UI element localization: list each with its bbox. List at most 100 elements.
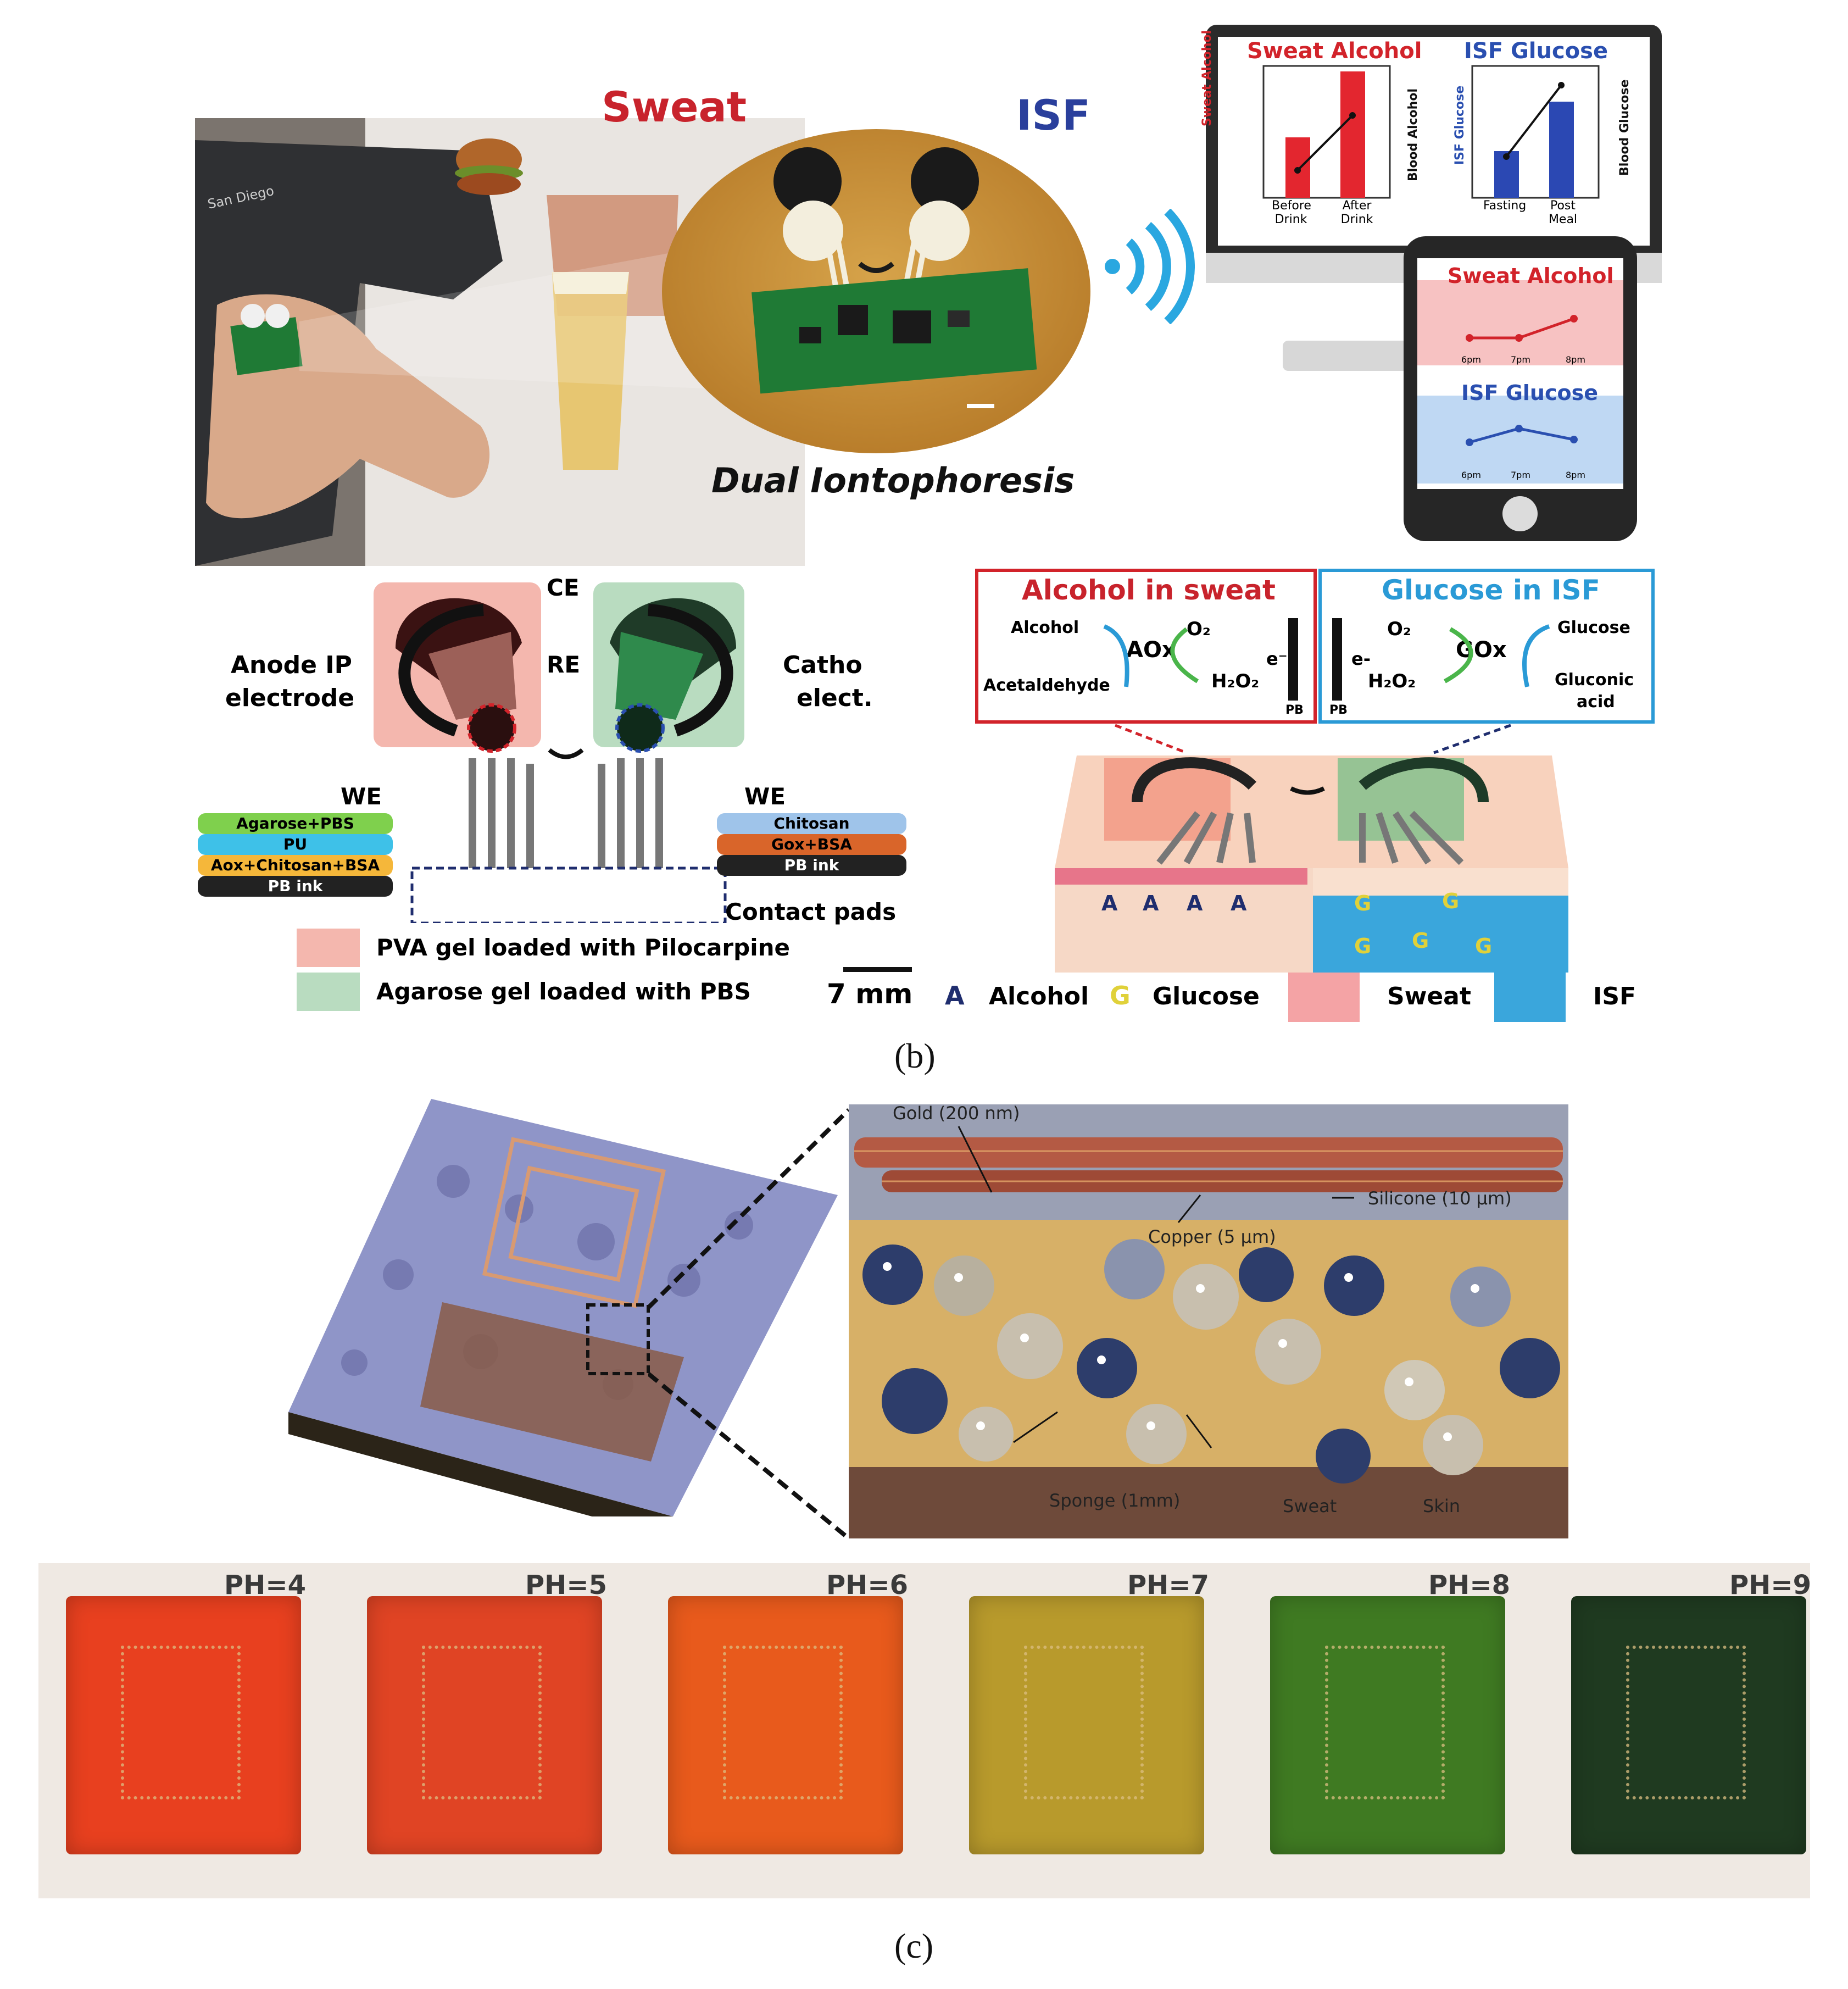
sponge-patch-3d xyxy=(288,1099,838,1516)
label-we-right: WE xyxy=(744,783,786,810)
scale-bar-label: 7 mm xyxy=(827,978,913,1010)
legend-sweat-text: Sweat xyxy=(1387,982,1471,1010)
alcohol-symbol-1: A xyxy=(1101,891,1118,915)
legend-pva-swatch xyxy=(297,929,360,967)
alcohol-electron-label: e⁻ xyxy=(1266,648,1288,669)
panel-label-c: (c) xyxy=(894,1926,934,1965)
legend-alcohol-text: Alcohol xyxy=(989,982,1089,1010)
monitor-chart1-y2label: Blood Alcohol xyxy=(1406,88,1420,181)
legend-glucose-text: Glucose xyxy=(1153,982,1260,1010)
monitor-chart2-cat2: Post Meal xyxy=(1548,199,1578,226)
ph-sample-label: PH=6 xyxy=(826,1570,908,1601)
layer-pu: PU xyxy=(198,834,393,855)
glucose-symbol-1: G xyxy=(1354,891,1372,915)
left-layer-stack: Agarose+PBS PU Aox+Chitosan+BSA PB ink xyxy=(198,813,393,897)
ph-sample-pad xyxy=(969,1596,1204,1854)
alcohol-pb-label: PB xyxy=(1285,703,1304,717)
label-silicone: Silicone (10 μm) xyxy=(1368,1188,1512,1209)
aox-label: AOx xyxy=(1126,637,1176,663)
label-cathode-1: Catho xyxy=(783,651,862,679)
glucose-pb-electrode xyxy=(1332,618,1342,701)
layer-aox-chitosan-bsa: Aox+Chitosan+BSA xyxy=(198,855,393,876)
ph-sample-pad xyxy=(66,1596,301,1854)
legend-isf-text: ISF xyxy=(1593,982,1637,1010)
ph-sample-label: PH=5 xyxy=(525,1570,607,1601)
ph-sample-label: PH=8 xyxy=(1428,1570,1510,1601)
zoom-lines xyxy=(648,1108,850,1541)
alcohol-symbol-4: A xyxy=(1231,891,1247,915)
monitor-chart1-cat1: Before Drink xyxy=(1272,199,1311,226)
label-contact-pads: Contact pads xyxy=(725,898,897,925)
ph-sample-pad xyxy=(668,1596,903,1854)
monitor-chart2-y2label: Blood Glucose xyxy=(1618,79,1632,176)
label-gold: Gold (200 nm) xyxy=(893,1103,1020,1124)
legend-agarose-text: Agarose gel loaded with PBS xyxy=(376,978,751,1005)
glucose-symbol-3: G xyxy=(1354,934,1372,958)
label-copper: Copper (5 μm) xyxy=(1148,1226,1276,1247)
glucose-label: Glucose xyxy=(1557,618,1630,637)
label-cathode-2: elect. xyxy=(797,684,873,712)
legend-g-symbol: G xyxy=(1110,981,1131,1010)
ph-sample-pad xyxy=(1571,1596,1806,1854)
glucose-pb-label: PB xyxy=(1329,703,1348,717)
monitor-chart1-ylabel: Sweat Alcohol xyxy=(1200,30,1214,126)
glucose-reaction-arrows xyxy=(1444,624,1550,687)
ph-sample-electrode xyxy=(422,1646,542,1799)
gluconic-label-1: Gluconic xyxy=(1555,670,1634,690)
gluconic-label-2: acid xyxy=(1577,692,1615,712)
ph-strip xyxy=(38,1563,1810,1898)
ph-sample-electrode xyxy=(1325,1646,1445,1799)
ph-sample-electrode xyxy=(1024,1646,1144,1799)
glucose-symbol-5: G xyxy=(1475,934,1493,958)
ph-sample-label: PH=4 xyxy=(224,1570,306,1601)
label-re: RE xyxy=(547,651,581,678)
glucose-symbol-2: G xyxy=(1442,889,1460,913)
alcohol-box-title: Alcohol in sweat xyxy=(1022,574,1276,606)
glucose-electron-label: e- xyxy=(1351,648,1371,669)
ph-sample-electrode xyxy=(121,1646,241,1799)
wireless-icon xyxy=(1105,209,1195,324)
phone-time-3: 8pm xyxy=(1566,354,1585,365)
glucose-o2-label: O₂ xyxy=(1387,618,1411,640)
phone-time-4: 6pm xyxy=(1461,470,1481,480)
label-ce: CE xyxy=(547,574,580,601)
box-connector-arrows xyxy=(1115,724,1511,754)
label-anode-1: Anode IP xyxy=(231,651,352,679)
zoom-cross-section xyxy=(849,1104,1568,1538)
layer-pb-ink-right: PB ink xyxy=(717,855,906,876)
phone-time-6: 8pm xyxy=(1566,470,1585,480)
legend-agarose-swatch xyxy=(297,973,360,1011)
label-anode-2: electrode xyxy=(225,684,355,712)
phone xyxy=(1404,236,1637,541)
panel-label-b: (b) xyxy=(894,1036,936,1075)
electrode-schematic xyxy=(374,582,744,923)
alcohol-label: Alcohol xyxy=(1011,618,1079,637)
ph-sample-label: PH=7 xyxy=(1127,1570,1209,1601)
layer-agarose-pbs: Agarose+PBS xyxy=(198,813,393,834)
ph-sample-pad xyxy=(367,1596,602,1854)
label-skin: Skin xyxy=(1423,1496,1461,1516)
phone-time-2: 7pm xyxy=(1511,354,1530,365)
ph-sample-electrode xyxy=(1626,1646,1746,1799)
label-we-left: WE xyxy=(341,783,382,810)
ph-sample-label: PH=9 xyxy=(1729,1570,1811,1601)
phone-chart2-title: ISF Glucose xyxy=(1461,381,1598,405)
right-layer-stack: Chitosan Gox+BSA PB ink xyxy=(717,813,906,876)
monitor-chart1-cat2: After Drink xyxy=(1340,199,1373,226)
legend-a-symbol: A xyxy=(945,981,965,1010)
alcohol-pb-electrode xyxy=(1288,618,1298,701)
alcohol-h2o2-label: H₂O₂ xyxy=(1211,670,1260,692)
skin-patch-3d xyxy=(1055,755,1568,973)
ph-sample-pad xyxy=(1270,1596,1505,1854)
alcohol-in-sweat-box xyxy=(975,569,1317,724)
glucose-box-title: Glucose in ISF xyxy=(1382,574,1600,606)
isf-title: ISF xyxy=(1016,91,1090,140)
monitor-chart2-cat1: Fasting xyxy=(1483,199,1527,213)
patch-photo xyxy=(662,129,1090,453)
glucose-in-isf-box xyxy=(1318,569,1655,724)
dual-iontophoresis-caption: Dual Iontophoresis xyxy=(711,460,1075,501)
label-sweat-c: Sweat xyxy=(1283,1496,1337,1516)
scale-bar xyxy=(843,967,912,972)
label-sponge: Sponge (1mm) xyxy=(1049,1490,1181,1511)
legend-isf-swatch xyxy=(1494,973,1566,1022)
